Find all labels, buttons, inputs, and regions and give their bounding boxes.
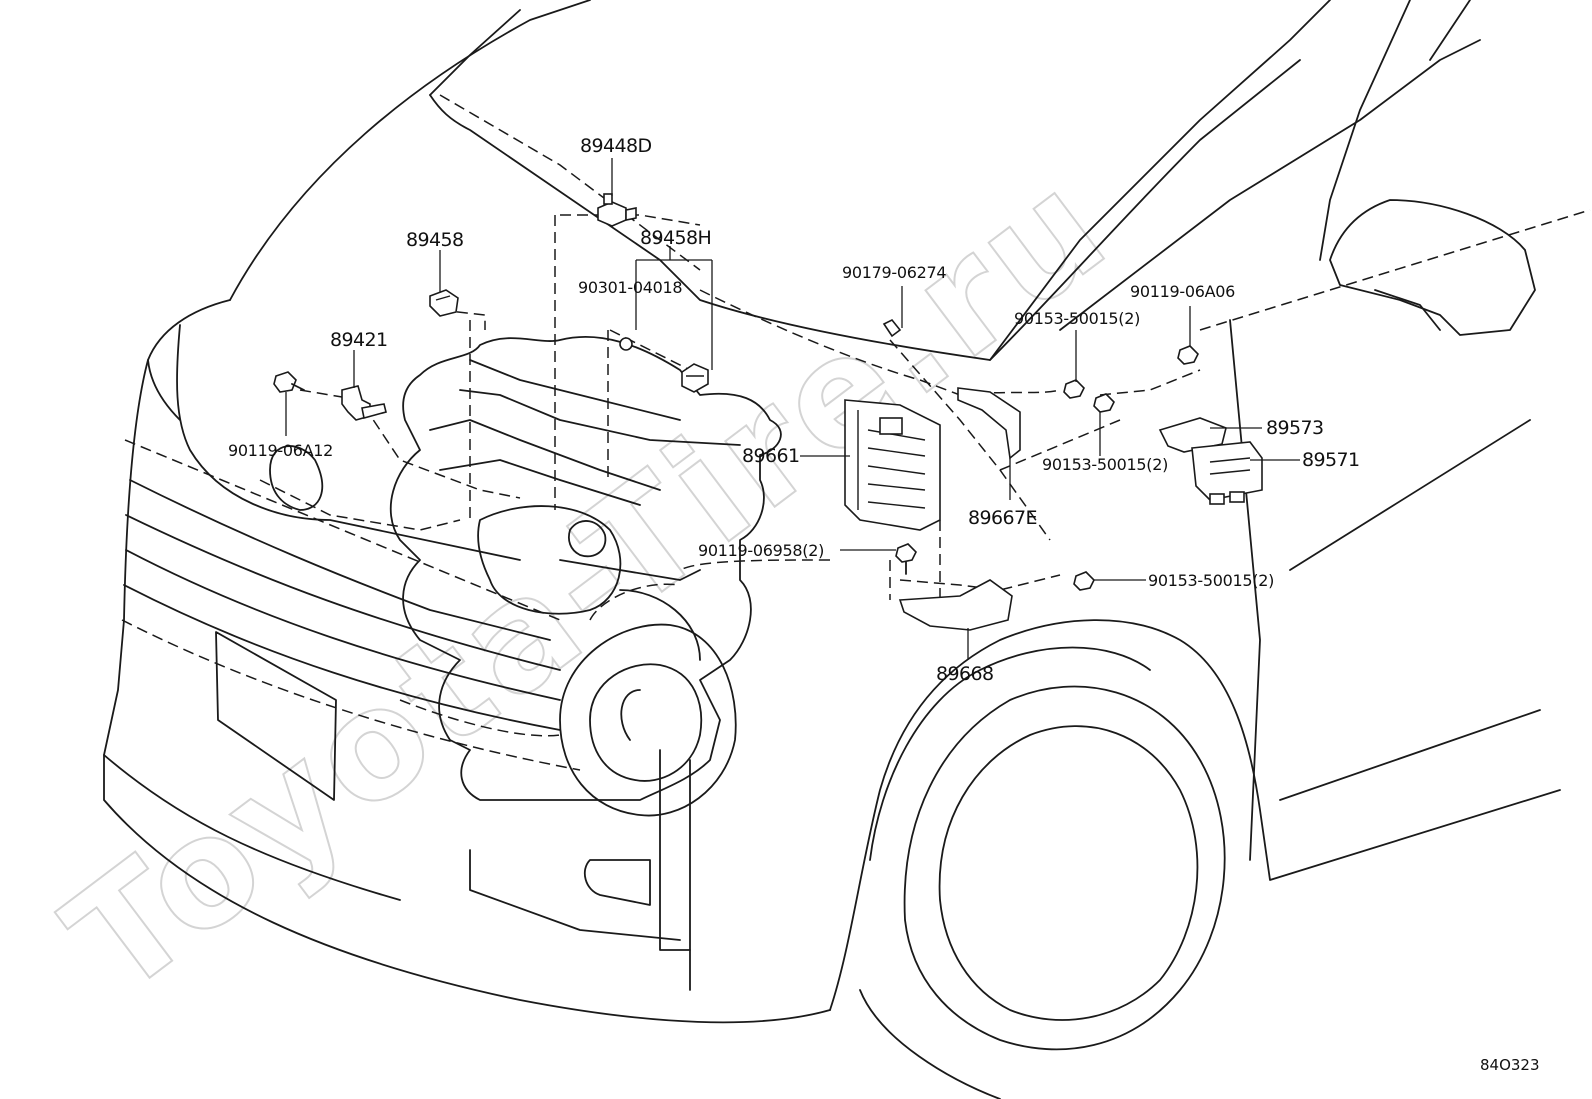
part-90153-50015-c[interactable] — [1073, 571, 1095, 591]
part-90301-04018[interactable] — [619, 337, 633, 351]
part-89421[interactable] — [341, 385, 387, 421]
label-89661: 89661 — [742, 445, 799, 467]
vehicle-body — [103, 0, 1591, 1099]
part-90179-06274[interactable] — [882, 318, 902, 338]
label-90119-06A12: 90119-06A12 — [228, 441, 333, 460]
label-89573: 89573 — [1266, 417, 1323, 439]
label-90179-06274: 90179-06274 — [842, 263, 946, 282]
engine-assembly — [389, 215, 782, 817]
part-labels: 89448D 89458H 89458 90301-04018 89421 90… — [228, 135, 1360, 685]
part-90119-06A12[interactable] — [273, 371, 305, 393]
label-90153-50015-a: 90153-50015(2) — [1014, 309, 1140, 328]
label-89668: 89668 — [936, 663, 993, 685]
label-90153-50015-c: 90153-50015(2) — [1148, 571, 1274, 590]
label-89421: 89421 — [330, 329, 387, 351]
label-89458H: 89458H — [640, 227, 711, 249]
part-89458[interactable] — [429, 289, 459, 317]
part-90119-06A06[interactable] — [1177, 345, 1199, 365]
part-89667E-bracket[interactable] — [957, 387, 1021, 460]
label-89458: 89458 — [406, 229, 463, 251]
part-89571-module[interactable] — [1191, 441, 1263, 505]
part-89661-ecu[interactable] — [844, 399, 941, 531]
label-90153-50015-b: 90153-50015(2) — [1042, 455, 1168, 474]
label-90119-06958: 90119-06958(2) — [698, 541, 824, 560]
watermark-text: Toyota-Tire.ru — [37, 137, 1140, 1029]
part-90153-50015-b[interactable] — [1093, 393, 1115, 413]
parts — [273, 193, 1263, 631]
part-90119-06958[interactable] — [895, 543, 917, 575]
label-89667E: 89667E — [968, 507, 1037, 529]
label-89571: 89571 — [1302, 449, 1359, 471]
diagram-code: 84O323 — [1480, 1056, 1540, 1074]
part-89573-bracket[interactable] — [1158, 417, 1227, 453]
part-89668-bracket[interactable] — [898, 579, 1013, 631]
label-89448D: 89448D — [580, 135, 651, 157]
leader-lines — [285, 158, 1300, 660]
label-90301-04018: 90301-04018 — [578, 278, 682, 297]
label-90119-06A06: 90119-06A06 — [1130, 282, 1235, 301]
part-90153-50015-a[interactable] — [1063, 379, 1085, 399]
part-89448D[interactable] — [597, 193, 637, 227]
part-89458H[interactable] — [681, 363, 709, 393]
